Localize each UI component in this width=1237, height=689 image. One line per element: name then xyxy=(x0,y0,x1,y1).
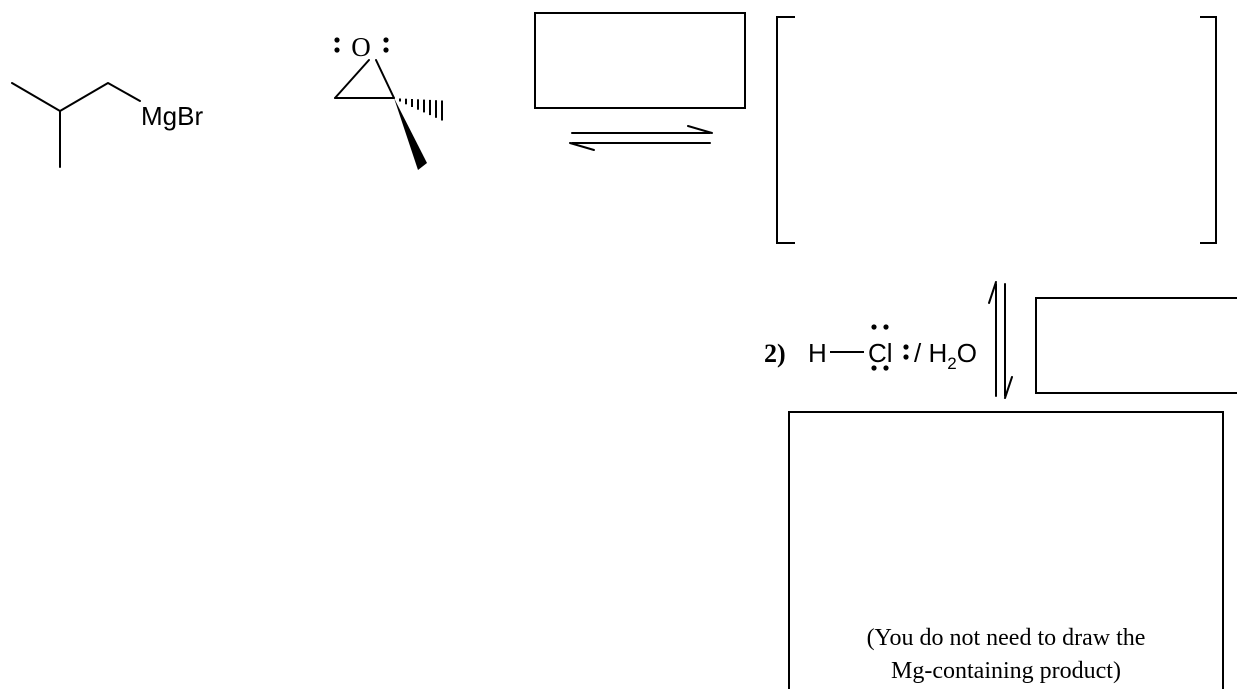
epoxide-oxygen-label: O xyxy=(351,32,371,62)
step2-acid-h: H xyxy=(808,338,827,368)
epoxide-solid-wedge xyxy=(394,98,427,170)
product-note-line1: (You do not need to draw the xyxy=(867,625,1146,651)
oxygen-lone-pairs xyxy=(334,37,389,53)
epoxide-bond-o-c2 xyxy=(375,59,395,99)
epoxide-bond-o-c1 xyxy=(334,59,370,99)
step2-solvent: / H2O xyxy=(914,338,977,373)
intermediate-left-bracket xyxy=(776,16,795,244)
product-answer-box[interactable] xyxy=(788,411,1224,689)
grignard-mgbr-label: MgBr xyxy=(141,101,203,131)
grignard-carbon-chain xyxy=(11,82,141,112)
product-note-line2: Mg-containing product) xyxy=(891,658,1121,684)
reagent-answer-box[interactable] xyxy=(534,12,746,109)
vertical-equilibrium-arrow xyxy=(988,281,1013,399)
step2-acid-cl: Cl xyxy=(868,338,893,368)
equilibrium-arrow xyxy=(569,125,713,151)
epoxide-structure xyxy=(334,37,443,170)
side-answer-box[interactable] xyxy=(1035,297,1237,394)
isobutyl-grignard-structure xyxy=(11,82,141,168)
epoxide-hashed-wedge xyxy=(399,98,443,121)
step2-number: 2) xyxy=(764,339,786,368)
intermediate-right-bracket xyxy=(1200,16,1217,244)
chlorine-lone-pairs xyxy=(871,324,909,371)
